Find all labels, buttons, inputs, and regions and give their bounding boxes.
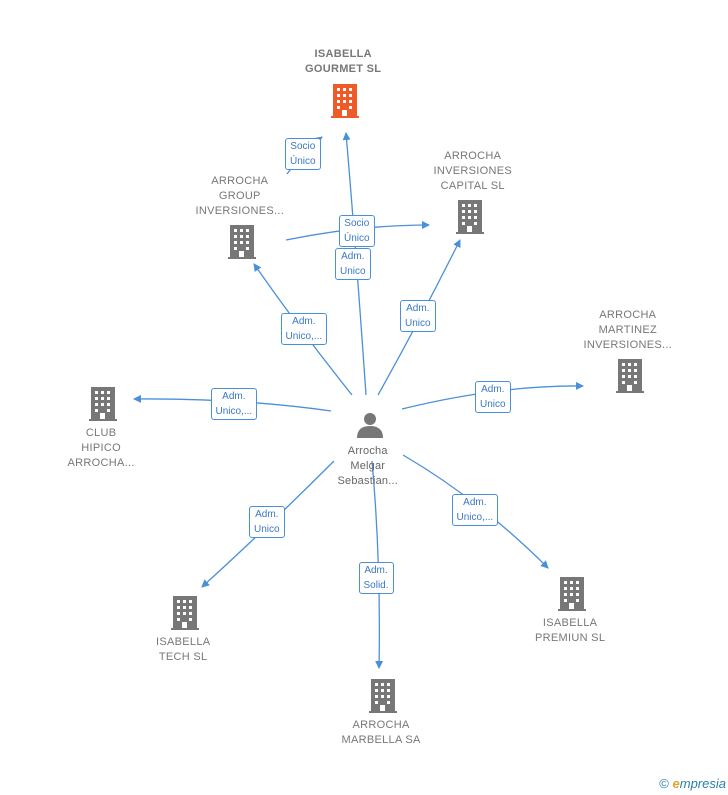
company-name-line: ARROCHA: [599, 309, 657, 321]
company-name-line: ISABELLA: [156, 636, 211, 648]
company-label-club-hipico[interactable]: CLUB HIPICO ARROCHA...: [68, 426, 135, 471]
relation-text-line: Adm.: [364, 565, 388, 576]
company-label-arrocha-martinez[interactable]: ARROCHA MARTINEZ INVERSIONES...: [584, 308, 673, 353]
icons-group: [89, 84, 644, 713]
relation-label-rel-center-gourmet[interactable]: Adm. Unico: [335, 248, 371, 280]
building-icon[interactable]: [228, 225, 256, 259]
building-icon[interactable]: [558, 577, 586, 611]
person-name-line: Sebastian...: [337, 475, 398, 487]
building-icon[interactable]: [456, 200, 484, 234]
relation-text-line: Unico,...: [285, 331, 323, 342]
company-name-line: ISABELLA: [314, 48, 372, 60]
relation-label-rel-center-tech[interactable]: Adm. Unico: [249, 506, 285, 538]
company-label-arrocha-marbella[interactable]: ARROCHA MARBELLA SA: [342, 718, 421, 748]
relation-text-line: Socio: [290, 141, 316, 152]
company-name-line: PREMIUN SL: [535, 632, 606, 644]
company-name-line: CLUB: [85, 427, 117, 439]
relation-text-line: Adm.: [341, 251, 365, 262]
company-name-line: MARTINEZ: [598, 324, 657, 336]
company-name-line: ISABELLA: [542, 617, 598, 629]
person-name-line: Melgar: [350, 460, 386, 472]
company-label-isabella-gourmet[interactable]: ISABELLA GOURMET SL: [305, 47, 381, 77]
building-icon[interactable]: [616, 359, 644, 393]
relation-label-rel-center-club[interactable]: Adm. Unico,...: [210, 388, 258, 420]
company-name-line: GOURMET SL: [305, 63, 382, 75]
relation-text-line: Adm.: [292, 316, 316, 327]
relation-text-line: Adm.: [255, 509, 279, 520]
building-icon[interactable]: [171, 596, 199, 630]
building-icon[interactable]: [89, 387, 117, 421]
company-label-arrocha-inversiones-capital[interactable]: ARROCHA INVERSIONES CAPITAL SL: [434, 149, 513, 194]
company-name-line: ARROCHA...: [67, 457, 135, 469]
relation-label-rel-center-capital[interactable]: Adm. Unico: [400, 300, 436, 332]
relation-label-rel-center-premiun[interactable]: Adm. Unico,...: [451, 494, 499, 526]
building-icon[interactable]: [369, 679, 397, 713]
relation-text-line: Unico: [340, 266, 366, 277]
company-name-line: CAPITAL SL: [440, 180, 505, 192]
relation-label-rel-center-martinez[interactable]: Adm. Unico: [475, 381, 511, 413]
relation-text-line: Adm.: [481, 384, 505, 395]
relation-text-line: Único: [290, 156, 316, 167]
footer-brand: © empresia: [659, 776, 726, 791]
company-label-isabella-premiun[interactable]: ISABELLA PREMIUN SL: [535, 616, 605, 646]
relation-text-line: Adm.: [406, 303, 430, 314]
relation-text-line: Unico: [480, 399, 506, 410]
copyright-symbol: ©: [659, 776, 669, 791]
company-name-line: MARBELLA SA: [341, 734, 421, 746]
relation-text-line: Adm.: [222, 391, 246, 402]
relation-text-line: Adm.: [463, 497, 487, 508]
person-head: [364, 413, 376, 425]
relation-text-line: Unico,...: [215, 406, 253, 417]
company-name-line: TECH SL: [158, 651, 208, 663]
company-label-isabella-tech[interactable]: ISABELLA TECH SL: [156, 635, 210, 665]
company-label-arrocha-group[interactable]: ARROCHA GROUP INVERSIONES...: [196, 174, 285, 219]
company-name-line: INVERSIONES...: [195, 205, 285, 217]
relation-text-line: Solid.: [363, 580, 389, 591]
relation-text-line: Unico,...: [456, 512, 494, 523]
company-name-line: INVERSIONES...: [583, 339, 673, 351]
company-name-line: GROUP: [218, 190, 261, 202]
person-name-line: Arrocha: [347, 445, 388, 457]
company-name-line: ARROCHA: [211, 175, 269, 187]
person-icon[interactable]: [357, 413, 383, 438]
person-body: [357, 426, 383, 438]
relation-text-line: Único: [344, 233, 370, 244]
relation-label-rel-center-group[interactable]: Adm. Unico,...: [280, 313, 328, 345]
company-name-line: INVERSIONES: [433, 165, 512, 177]
company-name-line: ARROCHA: [352, 719, 410, 731]
building-icon[interactable]: [331, 84, 359, 118]
relation-text-line: Unico: [405, 318, 431, 329]
brand-initial: e: [672, 776, 680, 791]
company-name-line: ARROCHA: [444, 150, 502, 162]
relation-label-rel-center-marbella[interactable]: Adm. Solid.: [358, 562, 394, 594]
brand-name: mpresia: [679, 776, 726, 791]
relation-text-line: Unico: [254, 524, 280, 535]
company-name-line: HIPICO: [81, 442, 121, 454]
relation-text-line: Socio: [344, 218, 370, 229]
